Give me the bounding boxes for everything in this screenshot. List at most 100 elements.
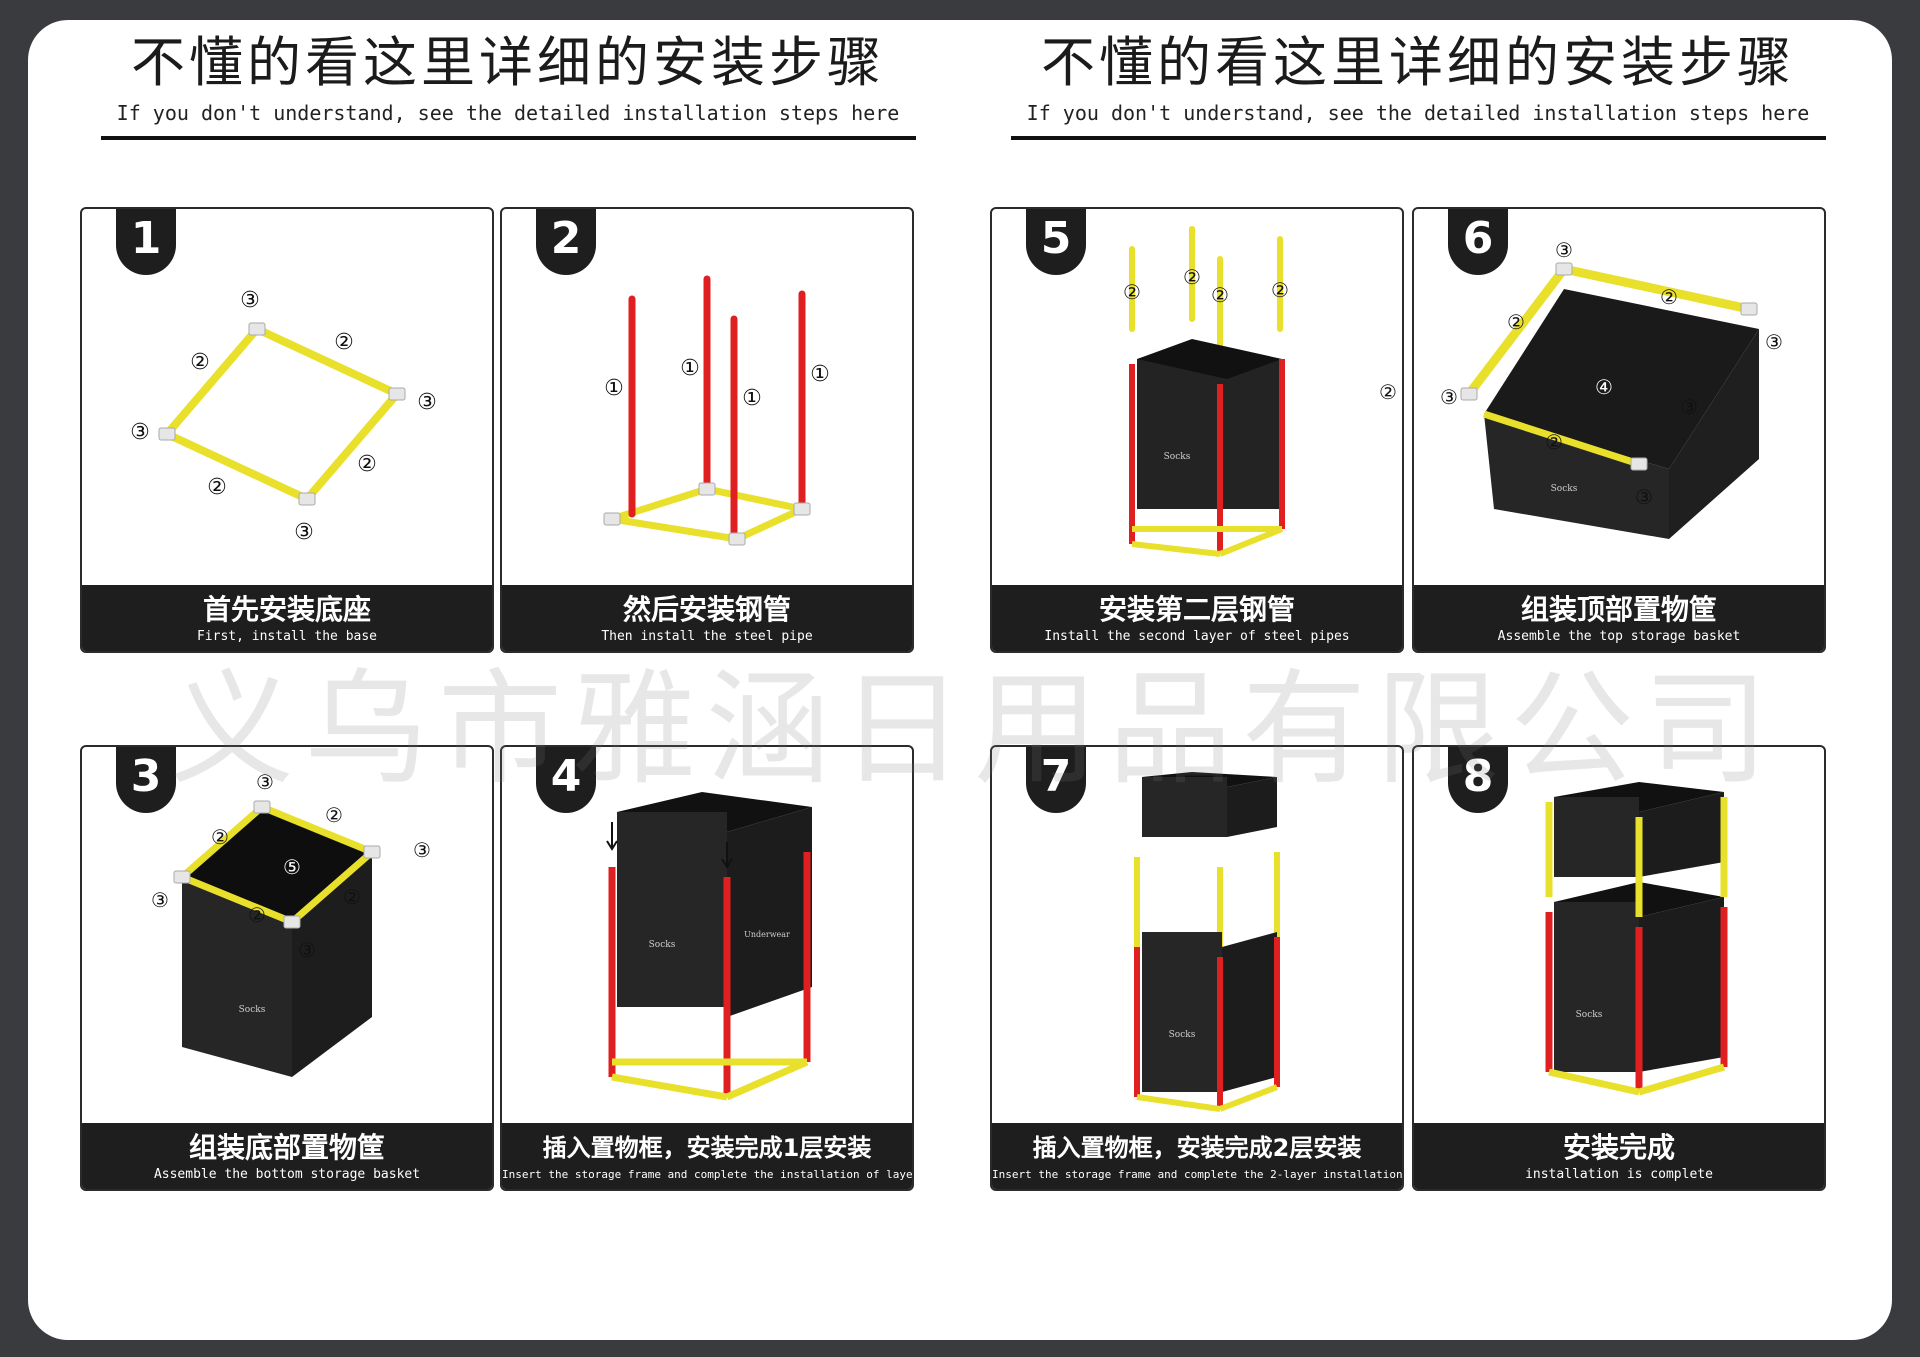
step-badge: 2	[536, 209, 596, 275]
joint-connector	[1460, 387, 1478, 401]
joint-connector	[363, 845, 381, 859]
joint-connector	[248, 322, 266, 336]
step-caption: 组装底部置物筐 Assemble the bottom storage bask…	[82, 1123, 492, 1189]
part-label: ③	[1440, 385, 1458, 409]
part-label: ①	[680, 356, 700, 381]
joint-connector	[1740, 302, 1758, 316]
step-panel-4: Socks Underwear 4 插入置物框，安装完成1层安装 Insert …	[500, 745, 914, 1191]
steel-pipes	[1129, 359, 1285, 554]
base-frame	[611, 1058, 809, 1101]
steel-pipes	[1134, 937, 1280, 1107]
step-1-illustration: ③ ② ② ③ ③ ② ② ③	[130, 288, 437, 545]
step-5-illustration: ② ② ② ② ② Socks	[1123, 226, 1397, 557]
part-label: ②	[1123, 280, 1141, 304]
step-badge: 3	[116, 747, 176, 813]
step-caption: 首先安装底座 First, install the base	[82, 585, 492, 651]
basket-label-socks: Socks	[1164, 452, 1191, 462]
basket-front	[617, 812, 727, 1007]
basket-side	[727, 807, 812, 1017]
basket-label-socks: Socks	[649, 940, 676, 950]
step-panel-7: Socks 7 插入置物框，安装完成2层安装 Insert the storag…	[990, 745, 1404, 1191]
step-caption-en: First, install the base	[196, 629, 377, 644]
part-label: ①	[604, 376, 624, 401]
part-label: ②	[1545, 430, 1563, 454]
joint-connector	[388, 387, 406, 401]
joint-connector	[158, 427, 176, 441]
heading-right: 不懂的看这里详细的安装步骤 If you don't understand, s…	[1008, 28, 1828, 140]
step-caption-cn: 组装顶部置物筐	[1520, 593, 1717, 626]
down-arrow-icon	[606, 822, 733, 869]
upper-pipes	[1129, 226, 1283, 352]
basket-top-open	[1484, 289, 1759, 469]
step-badge: 6	[1448, 209, 1508, 275]
step-8-illustration: Socks	[1545, 782, 1728, 1096]
basket-front	[182, 877, 292, 1077]
part-label: ②	[211, 825, 229, 849]
step-panel-8: Socks 8 安装完成 installation is complete	[1412, 745, 1826, 1191]
step-caption-cn: 然后安装钢管	[622, 593, 791, 626]
step-badge: 4	[536, 747, 596, 813]
upper-pipes	[1545, 797, 1728, 917]
part-label: ②	[1183, 265, 1201, 289]
step-caption-cn: 组装底部置物筐	[188, 1131, 385, 1164]
part-label: ②	[207, 475, 227, 500]
part-label: ①	[742, 386, 762, 411]
basket-label-socks: Socks	[1576, 1010, 1603, 1020]
step-badge: 7	[1026, 747, 1086, 813]
step-caption-cn: 安装完成	[1562, 1131, 1675, 1164]
joint-connector	[698, 482, 716, 496]
lower-basket-side	[1222, 932, 1277, 1092]
part-label: ③	[151, 888, 169, 912]
heading-left: 不懂的看这里详细的安装步骤 If you don't understand, s…	[98, 28, 918, 140]
part-label: ⑤	[283, 855, 301, 879]
step-caption-en: Install the second layer of steel pipes	[1044, 629, 1350, 644]
joint-connector	[283, 915, 301, 929]
steel-pipes	[1545, 907, 1728, 1092]
steel-pipes	[628, 275, 806, 538]
step-caption-en: Assemble the bottom storage basket	[153, 1167, 421, 1182]
step-badge: 5	[1026, 209, 1086, 275]
joint-connector	[728, 532, 746, 546]
upper-basket-side	[1639, 792, 1724, 877]
heading-right-en: If you don't understand, see the detaile…	[1026, 101, 1810, 125]
part-label: ③	[1680, 395, 1698, 419]
step-panel-3: ③ ② ② ③ ③ ② ② ③ ⑤ Socks 3 组装底部置物筐 Assemb…	[80, 745, 494, 1191]
part-label: ③	[417, 390, 437, 415]
top-frame-front	[1482, 410, 1641, 468]
joint-connector	[603, 512, 621, 526]
part-label: ②	[343, 885, 361, 909]
base-frame	[608, 485, 806, 543]
part-label: ③	[256, 770, 274, 794]
part-label: ③	[1765, 330, 1783, 354]
part-label: ①	[810, 362, 830, 387]
step-4-illustration: Socks Underwear	[606, 792, 812, 1101]
lower-basket-side	[1639, 897, 1724, 1072]
part-label: ②	[1660, 285, 1678, 309]
part-label: ②	[1211, 283, 1229, 307]
basket-label-socks: Socks	[1169, 1030, 1196, 1040]
lower-basket-front	[1142, 932, 1222, 1092]
joint-connector	[1555, 262, 1573, 276]
upper-basket-front	[1142, 777, 1227, 837]
part-label: ④	[1595, 375, 1613, 399]
joint-connector	[793, 502, 811, 516]
step-caption-en: Then install the steel pipe	[601, 629, 813, 644]
step-caption-cn: 安装第二层钢管	[1098, 593, 1295, 626]
part-label: ③	[298, 938, 316, 962]
step-panel-5: ② ② ② ② ② Socks 5 安装第二层钢管 Install the se…	[990, 207, 1404, 653]
bottom-frame	[178, 803, 376, 926]
step-caption-en: Assemble the top storage basket	[1497, 629, 1741, 644]
step-caption: 安装第二层钢管 Install the second layer of stee…	[992, 585, 1402, 651]
base-frame	[163, 325, 401, 503]
joint-connector	[1630, 457, 1648, 471]
basket-label-socks: Socks	[239, 1005, 266, 1015]
step-caption: 插入置物框，安装完成1层安装 Insert the storage frame …	[502, 1123, 912, 1189]
lower-basket-front	[1554, 902, 1639, 1072]
base-frame	[1131, 526, 1284, 557]
step-panel-2: ① ① ① ① 2 然后安装钢管 Then install the steel …	[500, 207, 914, 653]
part-label: ②	[357, 452, 377, 477]
part-label: ③	[1635, 485, 1653, 509]
step-caption-en: installation is complete	[1525, 1167, 1713, 1182]
step-caption-cn: 首先安装底座	[202, 593, 371, 626]
joint-connector	[298, 492, 316, 506]
